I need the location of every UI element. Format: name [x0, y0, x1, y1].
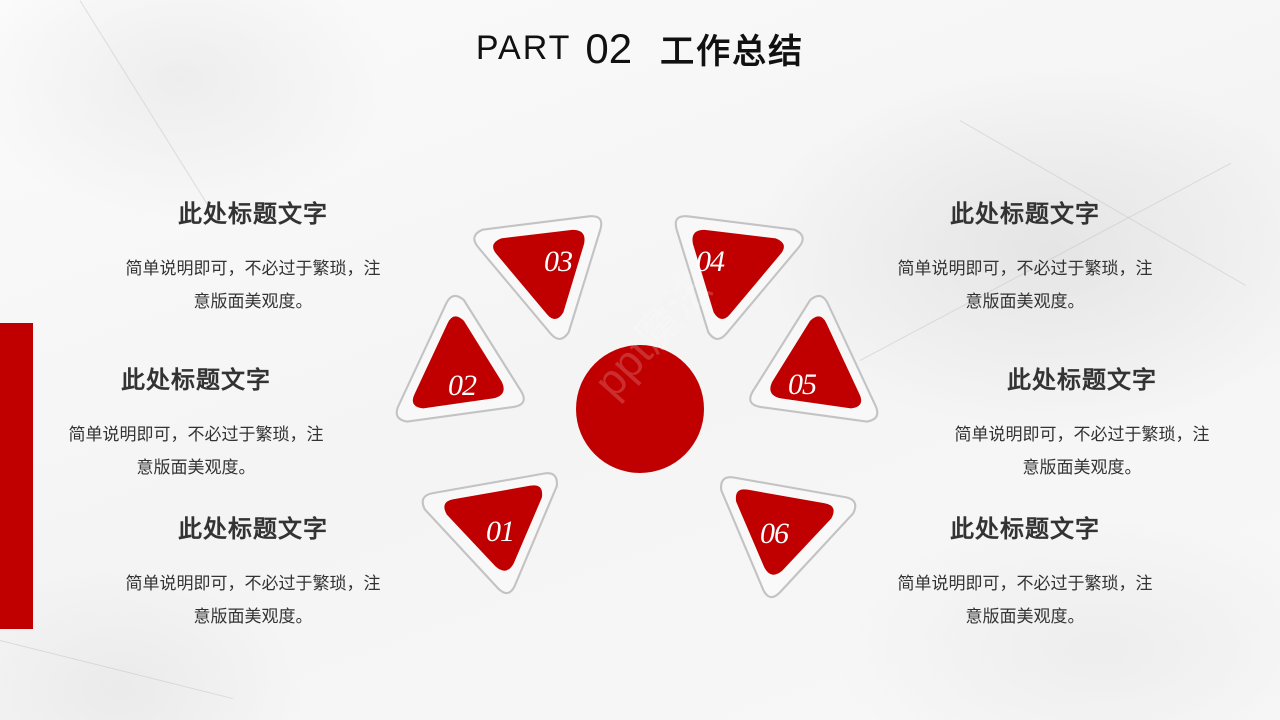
item-description: 简单说明即可，不必过于繁琐，注 意版面美观度。: [68, 425, 324, 478]
item-middle-left: 此处标题文字 简单说明即可，不必过于繁琐，注 意版面美观度。: [16, 360, 376, 485]
petal-number-03: 03: [544, 245, 573, 278]
section-title: 工作总结: [660, 32, 805, 72]
part-label: PART: [475, 29, 572, 67]
petal-number-05: 05: [788, 368, 817, 401]
petal-number-06: 06: [760, 517, 789, 550]
item-heading: 此处标题文字: [950, 515, 1100, 543]
item-heading: 此处标题文字: [950, 200, 1100, 228]
item-bottom-right: 此处标题文字 简单说明即可，不必过于繁琐，注 意版面美观度。: [845, 509, 1205, 634]
petal-number-04: 04: [696, 245, 725, 278]
part-number: 02: [585, 24, 633, 72]
item-heading: 此处标题文字: [1007, 366, 1157, 394]
item-top-right: 此处标题文字 简单说明即可，不必过于繁琐，注 意版面美观度。: [845, 194, 1205, 319]
item-description: 简单说明即可，不必过于繁琐，注 意版面美观度。: [897, 574, 1153, 627]
slide-title: PART 02 工作总结: [0, 24, 1280, 73]
item-middle-right: 此处标题文字 简单说明即可，不必过于繁琐，注 意版面美观度。: [902, 360, 1262, 485]
accent-bar: [0, 323, 33, 629]
item-heading: 此处标题文字: [178, 515, 328, 543]
item-description: 简单说明即可，不必过于繁琐，注 意版面美观度。: [125, 259, 381, 312]
petal-number-02: 02: [448, 369, 477, 402]
item-top-left: 此处标题文字 简单说明即可，不必过于繁琐，注 意版面美观度。: [73, 194, 433, 319]
item-bottom-left: 此处标题文字 简单说明即可，不必过于繁琐，注 意版面美观度。: [73, 509, 433, 634]
item-description: 简单说明即可，不必过于繁琐，注 意版面美观度。: [897, 259, 1153, 312]
center-circle: [576, 345, 704, 473]
petal-number-01: 01: [486, 515, 515, 548]
item-description: 简单说明即可，不必过于繁琐，注 意版面美观度。: [954, 425, 1210, 478]
item-heading: 此处标题文字: [178, 200, 328, 228]
item-description: 简单说明即可，不必过于繁琐，注 意版面美观度。: [125, 574, 381, 627]
item-heading: 此处标题文字: [121, 366, 271, 394]
